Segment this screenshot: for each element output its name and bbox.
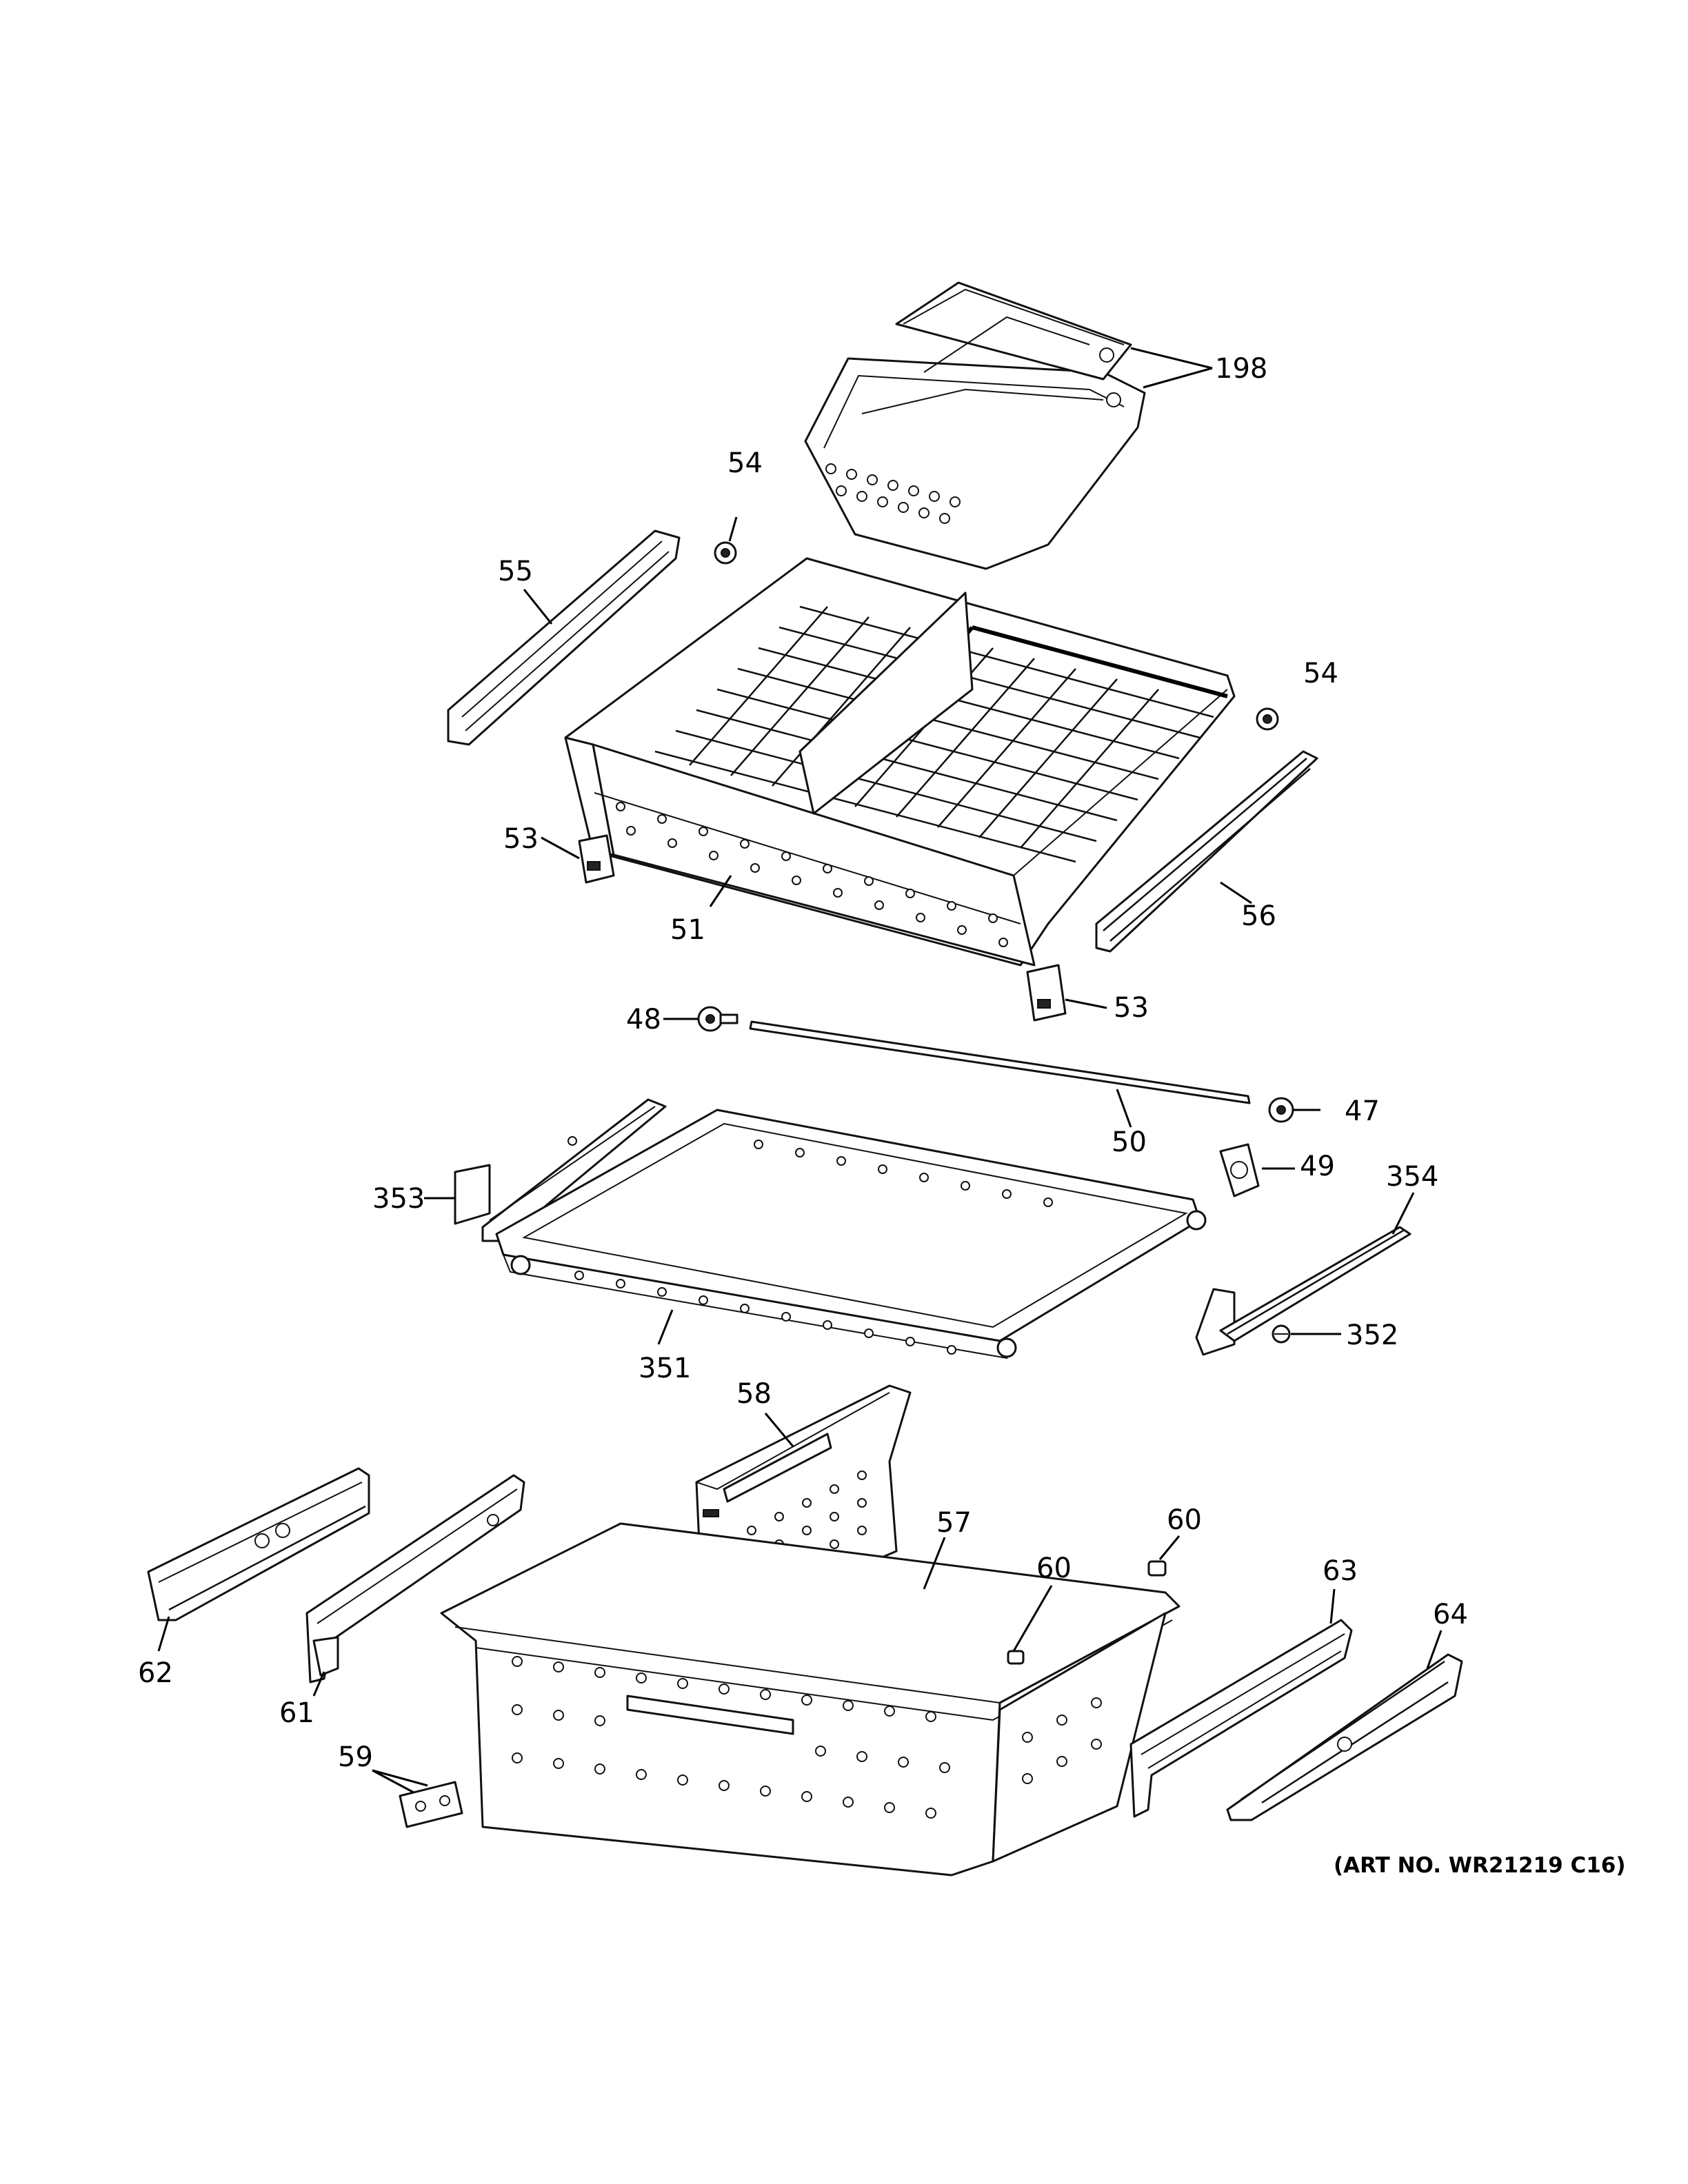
callout-54-left: 54 (727, 447, 763, 479)
callout-60-upper: 60 (1167, 1504, 1202, 1536)
callout-51: 51 (670, 914, 705, 946)
callout-48: 48 (626, 1004, 661, 1035)
basket-51-front-holes (616, 802, 1008, 947)
part-47-gear-right (1268, 1097, 1294, 1123)
part-63-slide-right-inner (1129, 1619, 1353, 1818)
part-352-screw (1272, 1324, 1291, 1344)
callout-63: 63 (1323, 1555, 1358, 1587)
part-53-clip-right (1026, 964, 1067, 1022)
basket-51-wire-grid (654, 605, 1214, 863)
part-49-end-cap (1219, 1143, 1260, 1197)
part-353-rail-left (454, 1098, 667, 1242)
part-62-slide-left-outer (147, 1467, 370, 1621)
part-56-slide-rail-right (1095, 750, 1318, 953)
callout-353: 353 (372, 1183, 425, 1215)
part-59-bracket (399, 1781, 463, 1828)
callout-198: 198 (1215, 353, 1267, 385)
part-54-roller-left (714, 541, 737, 565)
part-48-gear-left (697, 1006, 738, 1032)
callout-351: 351 (639, 1353, 691, 1384)
part-51-upper-drawer-basket (564, 557, 1236, 967)
part-60-pad-upper (1147, 1560, 1167, 1577)
callout-47: 47 (1345, 1095, 1380, 1127)
part-60-pad-lower (1007, 1650, 1025, 1665)
part-54-roller-right (1256, 707, 1279, 731)
tray-351-holes (574, 1140, 1053, 1355)
bin-198-vent-holes (825, 463, 961, 524)
callout-55: 55 (498, 556, 533, 587)
part-61-slide-left-inner (305, 1474, 525, 1684)
callout-49: 49 (1300, 1151, 1335, 1182)
callout-53-right: 53 (1114, 992, 1149, 1024)
callout-50: 50 (1112, 1126, 1147, 1158)
part-50-shaft (749, 1020, 1251, 1104)
callout-57: 57 (936, 1507, 972, 1539)
callout-59: 59 (338, 1741, 373, 1773)
art-number: (ART NO. WR21219 C16) (1334, 1853, 1626, 1878)
callout-53-left: 53 (503, 823, 539, 855)
callout-354: 354 (1386, 1161, 1438, 1193)
part-55-slide-rail-left (447, 529, 681, 746)
callout-labels: 198 54 54 55 53 51 56 53 48 47 50 49 353… (138, 353, 1468, 1773)
callout-58: 58 (736, 1378, 772, 1410)
callout-60-lower: 60 (1036, 1553, 1072, 1584)
callout-62: 62 (138, 1657, 173, 1689)
callout-61: 61 (279, 1697, 314, 1729)
leader-lines (157, 347, 1443, 1794)
part-351-lower-tray (495, 1109, 1207, 1359)
part-57-lower-basket (440, 1522, 1180, 1877)
part-198-bin-and-divider (804, 281, 1146, 570)
basket-57-holes (512, 1656, 1102, 1819)
callout-352: 352 (1346, 1320, 1398, 1351)
part-354-rail-right (1195, 1226, 1411, 1356)
callout-64: 64 (1433, 1599, 1468, 1630)
callout-56: 56 (1241, 900, 1276, 932)
part-64-slide-right-outer (1226, 1653, 1463, 1821)
callout-54-right: 54 (1303, 658, 1338, 689)
part-53-clip-left (578, 834, 615, 884)
